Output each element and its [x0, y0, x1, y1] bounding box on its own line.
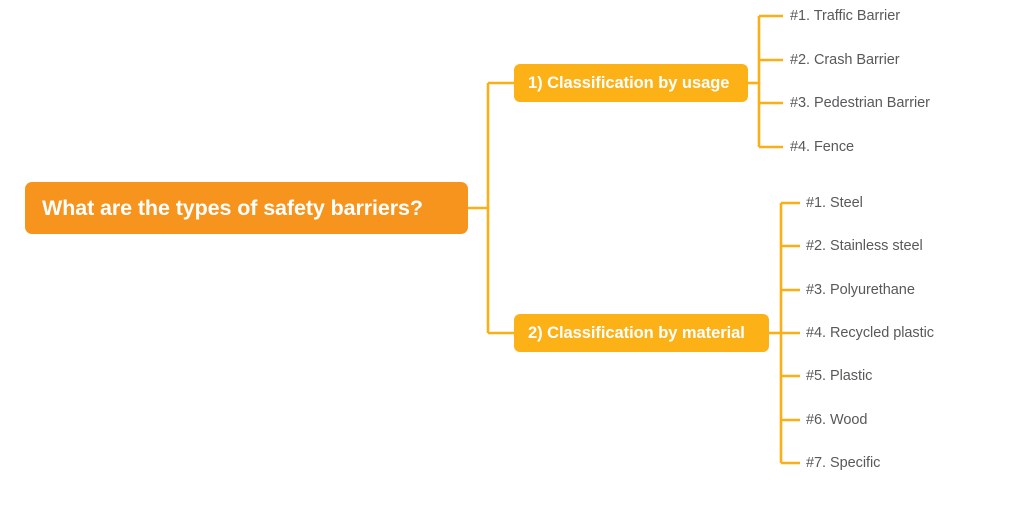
- leaf-node[interactable]: #2. Crash Barrier: [790, 52, 900, 68]
- leaf-node[interactable]: #1. Steel: [806, 195, 863, 211]
- leaf-node[interactable]: #3. Polyurethane: [806, 282, 915, 298]
- branch-node-classification-by-usage[interactable]: 1) Classification by usage: [514, 64, 748, 102]
- leaf-node[interactable]: #4. Recycled plastic: [806, 325, 934, 341]
- root-node-label: What are the types of safety barriers?: [42, 195, 423, 220]
- leaf-node[interactable]: #7. Specific: [806, 455, 881, 471]
- leaf-node[interactable]: #6. Wood: [806, 412, 868, 428]
- branch-node-label: 1) Classification by usage: [528, 73, 730, 92]
- leaf-node[interactable]: #5. Plastic: [806, 368, 873, 384]
- branch-node-classification-by-material[interactable]: 2) Classification by material: [514, 314, 769, 352]
- leaf-node[interactable]: #4. Fence: [790, 139, 855, 155]
- branch-node-label: 2) Classification by material: [528, 323, 745, 342]
- leaf-node[interactable]: #2. Stainless steel: [806, 238, 923, 254]
- leaf-node[interactable]: #3. Pedestrian Barrier: [790, 95, 930, 111]
- root-node[interactable]: What are the types of safety barriers?: [25, 182, 468, 234]
- leaf-node[interactable]: #1. Traffic Barrier: [790, 8, 900, 24]
